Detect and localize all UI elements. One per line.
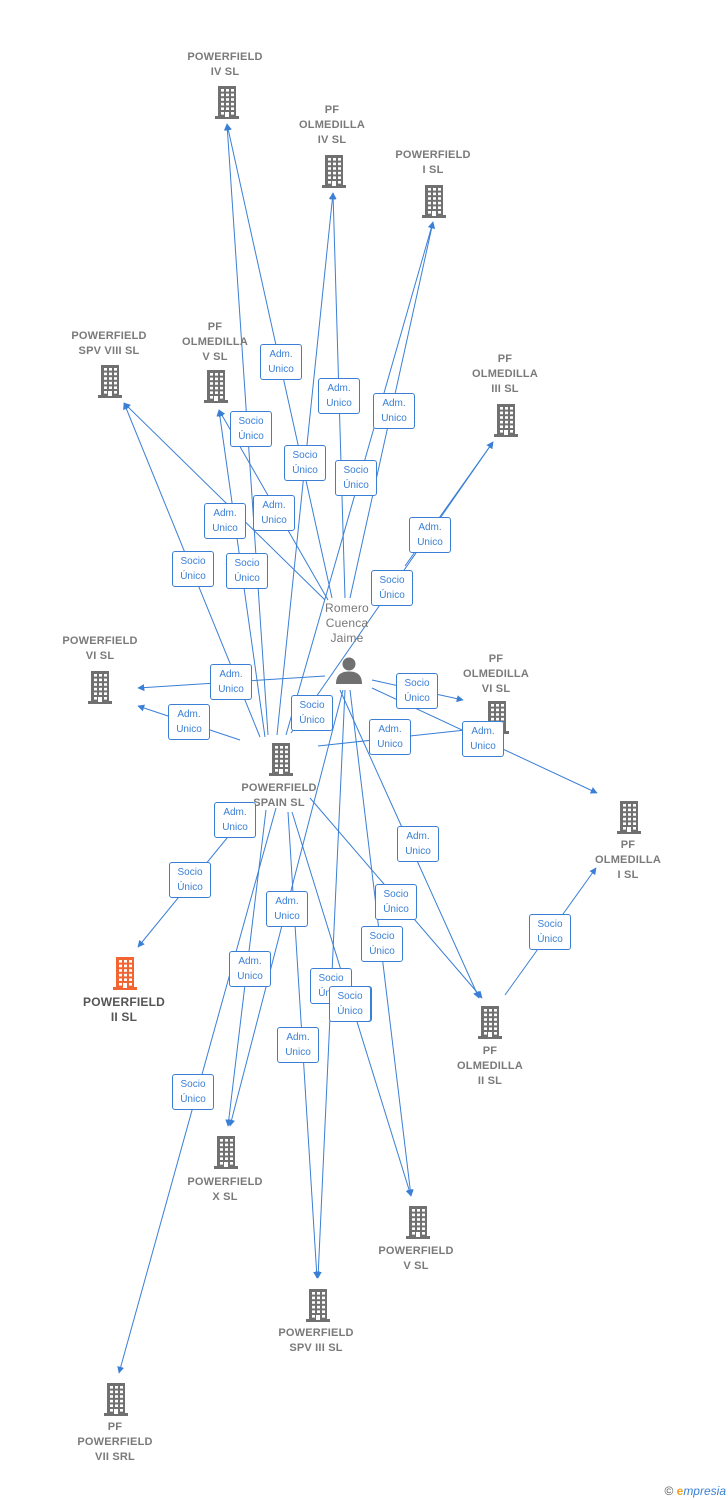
- edge-role-label: Adm. Unico: [214, 802, 256, 838]
- brand-name: mpresia: [683, 1484, 726, 1498]
- footer-brand[interactable]: © empresia: [664, 1484, 726, 1498]
- building-icon: [422, 185, 446, 218]
- node-olm4-icon-wrap[interactable]: [274, 154, 394, 188]
- edge-line: [123, 402, 326, 601]
- node-spv3-icon-wrap[interactable]: [258, 1288, 378, 1322]
- edge-role-label: Socio Único: [396, 673, 438, 709]
- node-label[interactable]: PF OLMEDILLA IV SL: [299, 104, 365, 146]
- building-icon: [98, 365, 122, 398]
- node-label[interactable]: POWERFIELD SPV VIII SL: [71, 330, 147, 357]
- edge-role-label: Adm. Unico: [260, 344, 302, 380]
- node-vi-icon-wrap[interactable]: [40, 670, 160, 704]
- node-v-icon-wrap[interactable]: [358, 1205, 478, 1239]
- edge-role-label: Adm. Unico: [229, 951, 271, 987]
- node-iv-icon-wrap[interactable]: [167, 85, 287, 119]
- node-label[interactable]: PF POWERFIELD VII SRL: [77, 1421, 153, 1463]
- edge-role-label: Adm. Unico: [462, 721, 504, 757]
- building-icon: [215, 86, 239, 119]
- edge-role-label: Socio Único: [172, 551, 214, 587]
- node-label[interactable]: POWERFIELD SPV III SL: [278, 1327, 354, 1354]
- edge-role-label: Adm. Unico: [266, 891, 308, 927]
- node-label[interactable]: PF OLMEDILLA I SL: [595, 839, 661, 881]
- node-label[interactable]: POWERFIELD SPAIN SL: [241, 782, 317, 809]
- edge-role-label: Adm. Unico: [168, 704, 210, 740]
- edge-role-label: Adm. Unico: [210, 664, 252, 700]
- edge-role-label: Adm. Unico: [204, 503, 246, 539]
- node-person-icon-wrap[interactable]: [289, 655, 409, 685]
- building-icon: [478, 1006, 502, 1039]
- edge-role-label: Socio Único: [284, 445, 326, 481]
- edge-role-label: Adm. Unico: [369, 719, 411, 755]
- node-vii-icon-wrap[interactable]: [56, 1382, 176, 1416]
- node-label[interactable]: POWERFIELD V SL: [378, 1245, 454, 1272]
- building-icon: [494, 404, 518, 437]
- edge-role-label: Adm. Unico: [277, 1027, 319, 1063]
- edge-role-label: Adm. Unico: [318, 378, 360, 414]
- brand-logo-e: e: [676, 1484, 684, 1498]
- edge-role-label: Socio Único: [230, 411, 272, 447]
- node-olm1-icon-wrap[interactable]: [569, 800, 689, 834]
- building-icon: [88, 671, 112, 704]
- node-label[interactable]: Romero Cuenca Jaime: [325, 601, 369, 645]
- edge-role-label: Socio Único: [291, 695, 333, 731]
- building-icon: [204, 370, 228, 403]
- building-icon: [214, 1136, 238, 1169]
- node-label[interactable]: POWERFIELD IV SL: [187, 51, 263, 78]
- building-icon: [406, 1206, 430, 1239]
- node-i-icon-wrap[interactable]: [374, 184, 494, 218]
- building-icon: [617, 801, 641, 834]
- node-label[interactable]: PF OLMEDILLA III SL: [472, 353, 538, 395]
- edge-role-label: Adm. Unico: [397, 826, 439, 862]
- edge-role-label: Socio Único: [329, 986, 371, 1022]
- node-spv8-icon-wrap[interactable]: [50, 364, 170, 398]
- edge-role-label: Adm. Unico: [409, 517, 451, 553]
- copyright-symbol: ©: [664, 1484, 674, 1498]
- edge-role-label: Socio Único: [529, 914, 571, 950]
- node-label[interactable]: PF OLMEDILLA II SL: [457, 1045, 523, 1087]
- node-spain-icon-wrap[interactable]: [221, 742, 341, 776]
- node-label[interactable]: PF OLMEDILLA V SL: [182, 321, 248, 363]
- building-icon: [104, 1383, 128, 1416]
- edge-role-label: Socio Único: [371, 570, 413, 606]
- node-x-icon-wrap[interactable]: [166, 1135, 286, 1169]
- building-icon: [269, 743, 293, 776]
- edge-role-label: Socio Único: [172, 1074, 214, 1110]
- building-icon: [306, 1289, 330, 1322]
- node-ii-icon-wrap[interactable]: [65, 956, 185, 990]
- building-icon: [322, 155, 346, 188]
- edge-role-label: Adm. Unico: [373, 393, 415, 429]
- node-olm2-icon-wrap[interactable]: [430, 1005, 550, 1039]
- edge-role-label: Socio Único: [226, 553, 268, 589]
- edge-role-label: Socio Único: [335, 460, 377, 496]
- edge-role-label: Socio Único: [169, 862, 211, 898]
- edge-role-label: Adm. Unico: [253, 495, 295, 531]
- node-label[interactable]: PF OLMEDILLA VI SL: [463, 653, 529, 695]
- node-label[interactable]: POWERFIELD X SL: [187, 1176, 263, 1203]
- person-icon: [336, 657, 362, 684]
- node-label[interactable]: POWERFIELD I SL: [395, 149, 471, 176]
- node-label[interactable]: POWERFIELD VI SL: [62, 635, 138, 662]
- node-label[interactable]: POWERFIELD II SL: [83, 995, 165, 1024]
- edge-role-label: Socio Único: [375, 884, 417, 920]
- node-olm3-icon-wrap[interactable]: [446, 403, 566, 437]
- building-icon-highlighted: [113, 957, 137, 990]
- edge-role-label: Socio Único: [361, 926, 403, 962]
- node-olm5-icon-wrap[interactable]: [156, 369, 276, 403]
